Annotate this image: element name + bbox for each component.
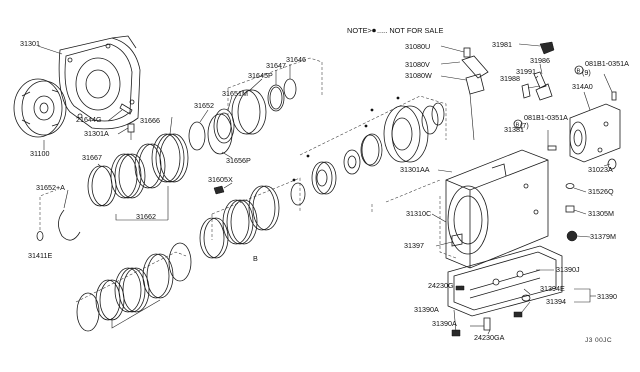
callout-24230G: 24230G [428,281,454,290]
transmission-case-group [371,45,596,337]
callout-31662: 31662 [136,212,156,221]
callout-31666: 31666 [140,116,160,125]
callout-31023A: 31023A [588,165,613,174]
callout-31080U: 31080U [405,42,430,51]
callout-31301AA: 31301AA [400,165,430,174]
callout-31986: 31986 [530,56,550,65]
callout-31390: 31390 [597,292,617,301]
callout-31397: 31397 [404,241,424,250]
note-header: NOTE> ..... NOT FOR SALE [347,26,443,35]
svg-text:B: B [253,254,258,263]
note-suffix: ..... NOT FOR SALE [377,26,443,35]
torque-converter-group [13,35,141,150]
lower-clutch-group: B [75,177,301,332]
svg-text:B: B [516,123,520,129]
callout-31379M: 31379M [590,232,616,241]
callout-31390A: 31390A [414,305,439,314]
callout-31651M: 31651M [222,89,248,98]
callout-31411E: 31411E [28,251,52,260]
note-prefix: NOTE> [347,26,372,35]
callout-31645P: 31645P [248,71,273,80]
callout-31667: 31667 [82,153,102,162]
callout-31981: 31981 [492,40,512,49]
callout-31080V: 31080V [405,60,430,69]
callout-31652A: 31652+A [36,183,65,192]
upper-clutch-group [36,57,323,241]
callout-31646: 31646 [286,55,306,64]
callout-31991: 31991 [516,67,536,76]
svg-text:B: B [577,69,581,75]
callout-31647: 31647 [266,61,286,70]
callout-31988: 31988 [500,74,520,83]
callout-081B1-b-qty: (7) [520,121,529,130]
planetary-gear-group [290,95,447,206]
circled-marker-b: B [253,254,258,263]
callout-31390J: 31390J [556,265,580,274]
callout-31652: 31652 [194,101,214,110]
callout-31394E: 31394E [540,284,565,293]
callout-31100: 31100 [30,149,49,158]
callout-21644G: 21644G [76,115,102,124]
callout-081B1-a-qty: (9) [582,68,591,77]
callout-31656P: 31656P [226,156,251,165]
callout-31080W: 31080W [405,71,432,80]
callout-24230GA: 24230GA [474,333,505,342]
callout-31310C: 31310C [406,209,431,218]
callout-31381: 31381 [504,125,524,134]
callout-31301: 31301 [20,39,40,48]
callout-31390A-2: 31390A [432,319,457,328]
callout-081B1-a: 081B1-0351A [585,59,629,68]
callout-31526Q: 31526Q [588,187,614,196]
callout-31301A: 31301A [84,129,109,138]
callout-31605X: 31605X [208,175,233,184]
not-for-sale-marker-icon [372,28,376,33]
callout-labels: 31301 31100 21644G 31301A 31666 31652 31… [20,39,629,342]
footer-code: J3 00JC [585,337,612,344]
callout-314A0: 314A0 [572,82,593,91]
extension-housing-group: B B [513,41,621,242]
callout-31305M: 31305M [588,209,614,218]
callout-31394: 31394 [546,297,566,306]
callout-081B1-b: 081B1-0351A [524,113,568,122]
